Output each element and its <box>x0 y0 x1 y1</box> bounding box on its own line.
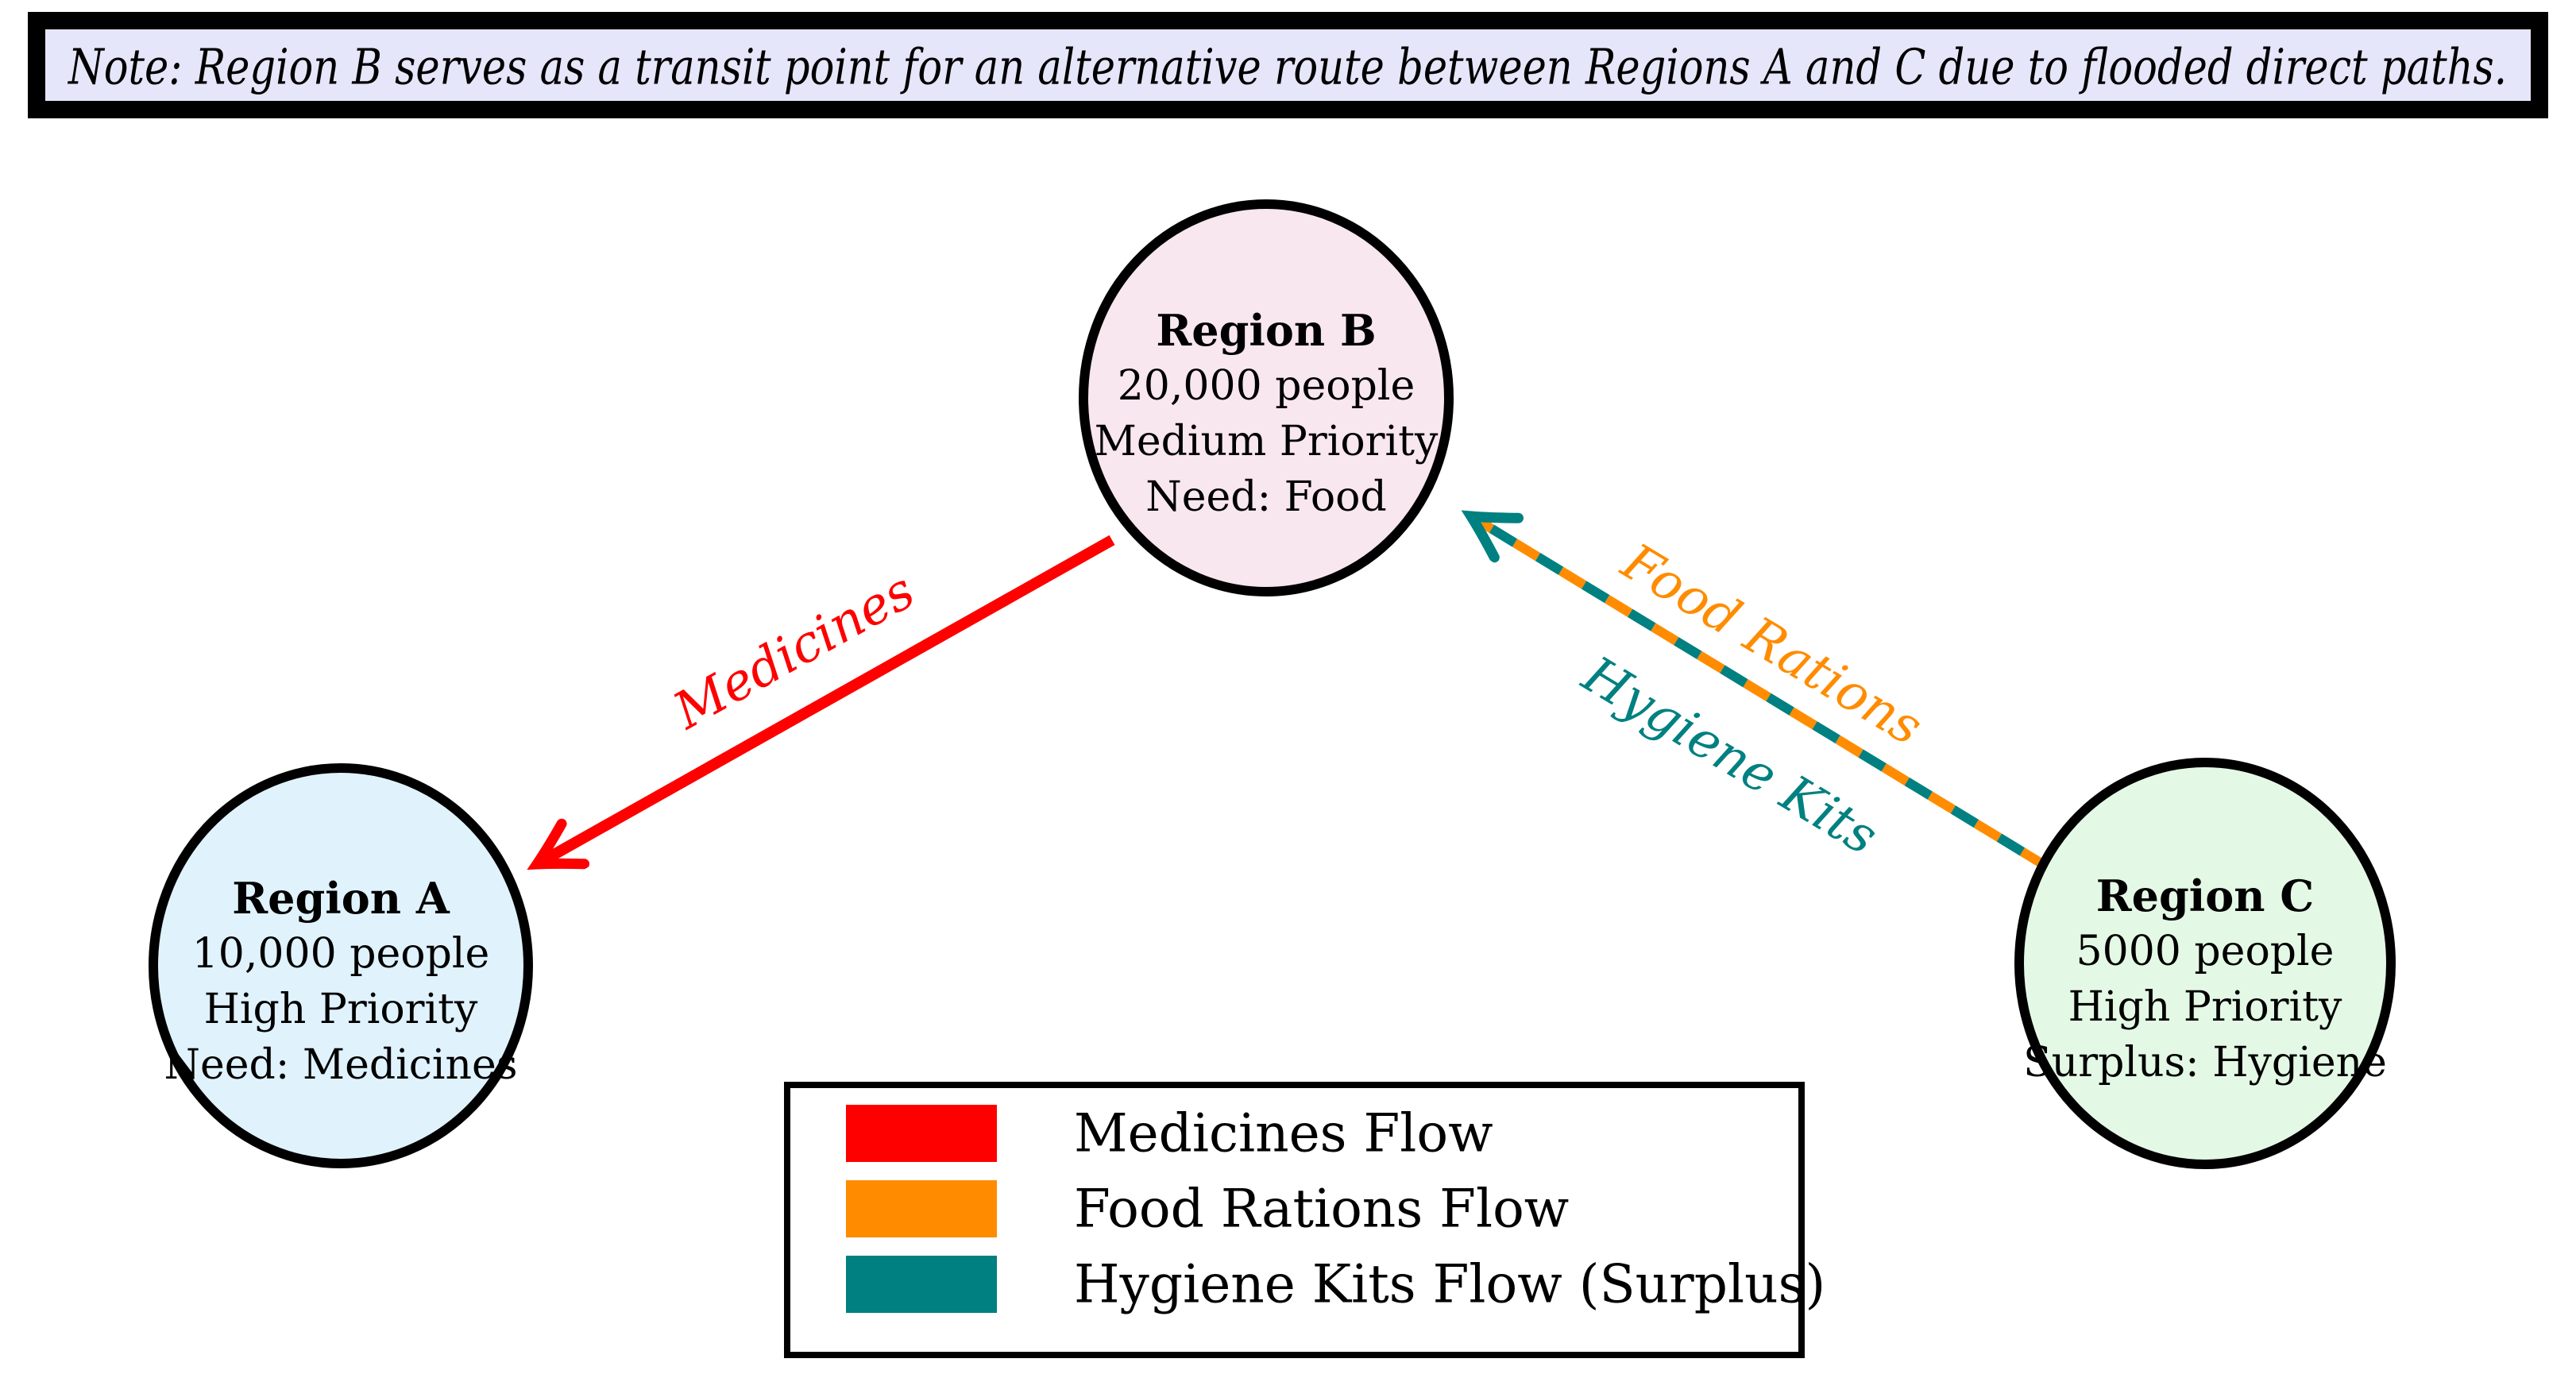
region-c-title: Region C <box>2096 870 2315 921</box>
note-text: Note: Region B serves as a transit point… <box>67 38 2507 96</box>
note-banner-box <box>28 12 2548 118</box>
medicines-arrow-line <box>537 535 1115 864</box>
legend-label-medicines: Medicines Flow <box>1074 1103 1493 1164</box>
region-b-resource: Need: Food <box>1145 473 1387 521</box>
legend-label-food-rations: Food Rations Flow <box>1074 1179 1569 1240</box>
region-c-priority: High Priority <box>2068 983 2342 1031</box>
region-c-population: 5000 people <box>2076 928 2335 975</box>
legend-swatch-hygiene-kits <box>846 1256 997 1313</box>
legend: Medicines Flow Food Rations Flow Hygiene… <box>784 1082 1825 1358</box>
region-a-circle <box>149 763 533 1168</box>
legend-label-hygiene-kits: Hygiene Kits Flow (Surplus) <box>1074 1254 1825 1315</box>
region-a-priority: High Priority <box>204 986 478 1033</box>
region-a-title: Region A <box>232 873 450 924</box>
node-region-c: Region C 5000 people High Priority Surpl… <box>2014 758 2396 1169</box>
legend-swatch-food-rations <box>846 1180 997 1237</box>
edge-supply-route: Food Rations Hygiene Kits <box>1468 511 2049 870</box>
food-rations-arrow-line <box>1468 511 2049 870</box>
legend-swatch-medicines <box>846 1105 997 1162</box>
node-region-a: Region A 10,000 people High Priority Nee… <box>149 763 533 1168</box>
note-banner: Note: Region B serves as a transit point… <box>28 12 2548 118</box>
region-b-title: Region B <box>1156 305 1376 356</box>
region-a-resource: Need: Medicines <box>164 1041 517 1089</box>
region-b-circle <box>1079 199 1454 596</box>
region-b-population: 20,000 people <box>1118 362 1415 410</box>
region-c-resource: Surplus: Hygiene <box>2023 1039 2387 1087</box>
node-region-b: Region B 20,000 people Medium Priority N… <box>1079 199 1454 596</box>
region-c-circle <box>2014 758 2396 1169</box>
edge-medicines: Medicines <box>537 535 1115 864</box>
region-b-priority: Medium Priority <box>1095 418 1439 465</box>
region-a-population: 10,000 people <box>192 930 490 978</box>
